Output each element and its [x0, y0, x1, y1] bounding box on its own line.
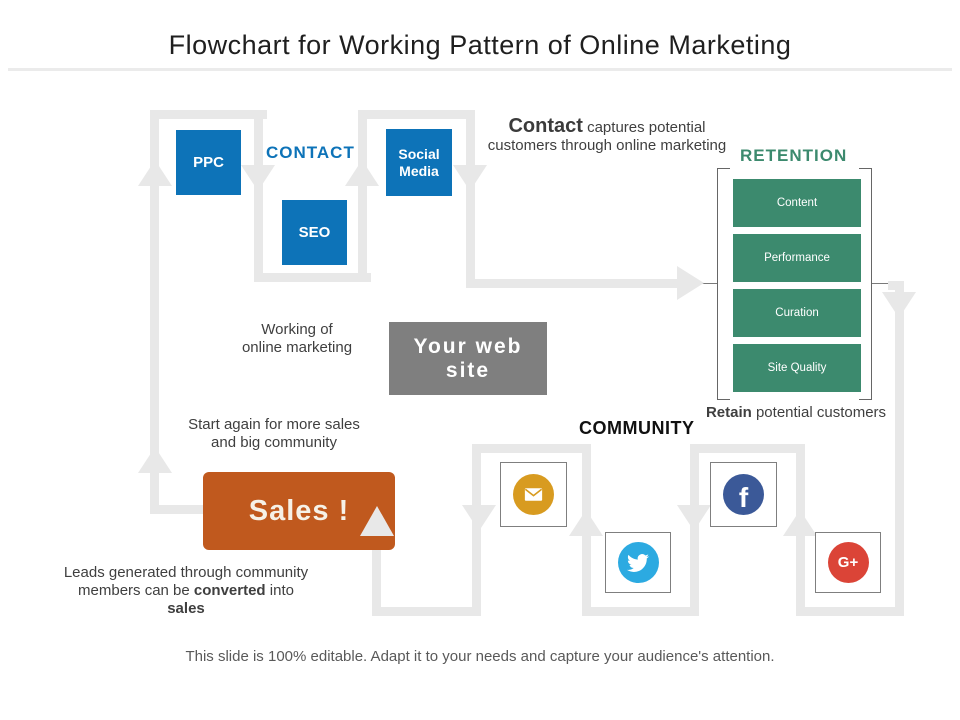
retain-caption: Retain potential customers: [700, 404, 892, 422]
flow-line: [472, 444, 591, 453]
flow-line: [582, 607, 699, 616]
retention-item: Curation: [733, 289, 861, 337]
arrow-down-icon: [453, 165, 487, 191]
retention-item: Site Quality: [733, 344, 861, 392]
arrow-up-icon: [345, 160, 379, 186]
arrow-up-icon: [783, 510, 817, 536]
bracket-line: [871, 168, 872, 400]
flow-line: [150, 505, 205, 514]
leads-caption-converted: converted: [193, 582, 266, 599]
retain-caption-bold: Retain: [705, 404, 752, 421]
working-caption-line1: Working of: [261, 321, 333, 338]
twitter-bird-glyph: [627, 553, 649, 572]
flow-line: [150, 110, 267, 119]
node-your-web-site: Your web site: [389, 322, 547, 395]
bracket-line: [717, 399, 730, 400]
flow-line: [254, 273, 371, 282]
node-social-media: Social Media: [386, 129, 452, 196]
flow-line: [358, 110, 475, 119]
bracket-line: [859, 399, 872, 400]
bracket-line: [859, 168, 872, 169]
flow-line: [472, 444, 481, 616]
bracket-line: [717, 168, 730, 169]
contact-caption-line2: customers through online marketing: [487, 137, 727, 154]
contact-caption-bold: Contact: [508, 115, 583, 137]
leads-caption: Leads generated through community member…: [58, 564, 314, 618]
arrow-down-icon: [677, 505, 711, 531]
contact-section-label: CONTACT: [266, 143, 355, 162]
arrow-right-icon: [677, 266, 704, 300]
title-divider: [8, 68, 952, 71]
flow-line: [372, 607, 481, 616]
flow-line: [895, 281, 904, 616]
flow-line: [796, 607, 904, 616]
facebook-letter: f: [738, 481, 749, 513]
contact-caption: Contact captures potential customers thr…: [487, 115, 727, 155]
flow-line: [372, 530, 381, 616]
arrow-up-icon: [138, 447, 172, 473]
flow-line: [358, 110, 367, 282]
start-caption-line1: Start again for more sales: [188, 416, 360, 433]
email-icon: [513, 474, 554, 515]
connector-line: [701, 283, 717, 284]
google-plus-icon-box: G+: [815, 532, 881, 593]
twitter-icon: [617, 542, 659, 583]
community-section-label: COMMUNITY: [579, 418, 695, 438]
arrow-down-icon: [241, 165, 275, 191]
email-icon-box: [500, 462, 567, 527]
contact-caption-rest: captures potential: [587, 119, 706, 136]
node-seo: SEO: [282, 200, 347, 265]
connector-line: [871, 283, 889, 284]
leads-caption-sales: sales: [167, 600, 205, 617]
node-ppc: PPC: [176, 130, 241, 195]
start-caption-line2: and big community: [211, 434, 337, 451]
retention-section-label: RETENTION: [740, 146, 848, 165]
start-again-caption: Start again for more sales and big commu…: [188, 416, 360, 452]
arrow-up-icon: [569, 510, 603, 536]
node-sales: Sales !: [203, 472, 395, 550]
flow-line: [150, 110, 159, 513]
retain-caption-rest: potential customers: [755, 404, 887, 421]
arrow-up-icon: [138, 160, 172, 186]
flow-line: [254, 110, 263, 282]
flow-line: [466, 279, 680, 288]
flow-line: [888, 281, 901, 290]
flow-line: [690, 444, 805, 453]
google-plus-icon: G+: [827, 542, 869, 583]
arrow-down-icon: [462, 505, 496, 531]
bracket-line: [717, 168, 718, 400]
leads-caption-line1: Leads generated through community: [63, 564, 309, 581]
footer-caption: This slide is 100% editable. Adapt it to…: [185, 648, 775, 665]
retention-item: Performance: [733, 234, 861, 282]
facebook-icon: f: [723, 474, 764, 515]
leads-caption-pre: members can be: [78, 582, 190, 599]
flow-line: [466, 110, 475, 287]
working-caption: Working of online marketing: [222, 321, 372, 357]
facebook-icon-box: f: [710, 462, 777, 527]
envelope-glyph: [524, 488, 543, 501]
page-title: Flowchart for Working Pattern of Online …: [168, 30, 792, 60]
google-plus-letter: G+: [837, 554, 859, 571]
twitter-icon-box: [605, 532, 671, 593]
leads-caption-mid: into: [269, 582, 294, 599]
arrow-down-icon: [882, 292, 916, 318]
retention-item: Content: [733, 179, 861, 227]
working-caption-line2: online marketing: [241, 339, 353, 356]
